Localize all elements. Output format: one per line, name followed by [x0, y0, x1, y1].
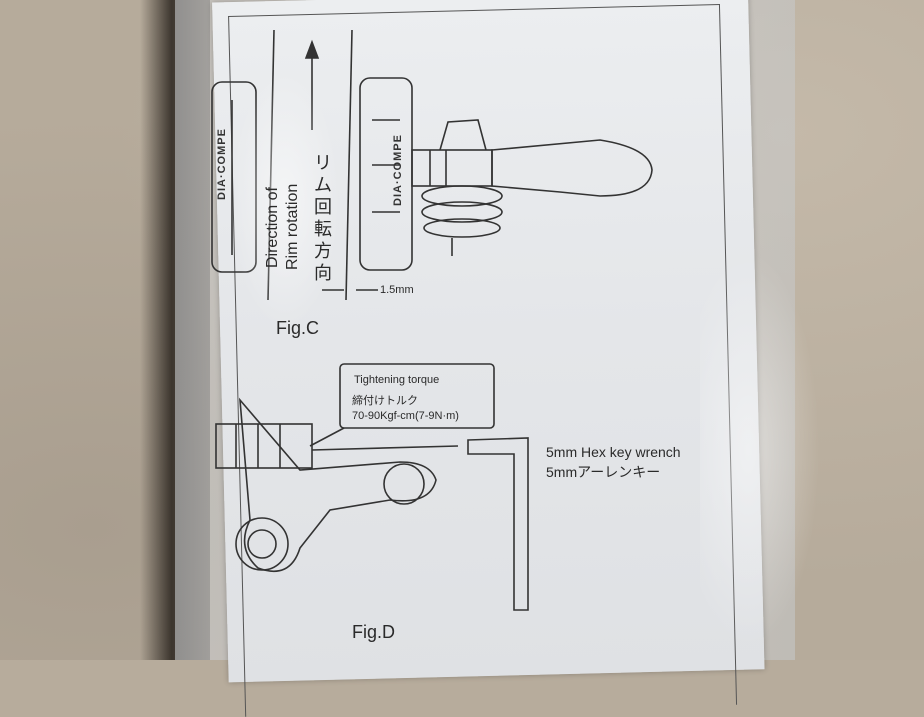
glare-highlight-2: [700, 250, 820, 650]
pivot-nut: [235, 517, 289, 571]
caliper-arm: [491, 139, 653, 197]
tool-label-ja: 5mmアーレンキー: [546, 464, 661, 480]
direction-label-ja: リ ム 回 転 方 向: [314, 153, 332, 283]
glare-highlight: [230, 70, 340, 330]
arrow-head-icon: [304, 39, 320, 59]
arm-hole: [383, 463, 425, 505]
mount-bolt: [215, 423, 313, 469]
brand-mark-left: DIA·COMPE: [216, 128, 228, 200]
caliper-arm-d: [238, 397, 437, 573]
direction-label-line1: Direction of: [264, 187, 281, 268]
gap-label: 1.5mm: [380, 284, 414, 296]
rim-line-right: [345, 29, 353, 301]
figure-c-label: Fig.C: [276, 318, 320, 338]
hex-key-wrench: [467, 437, 529, 611]
torque-callout-box: [339, 363, 495, 429]
tool-label-en: 5mm Hex key wrench: [546, 444, 681, 460]
torque-label-en: Tightening torque: [354, 374, 440, 386]
shoe-bolt: [411, 149, 493, 187]
spring-coil: [421, 185, 503, 207]
brand-mark-right: DIA·COMPE: [392, 134, 404, 206]
torque-value: 70-90Kgf-cm(7-9N·m): [352, 410, 459, 422]
brake-pad-right: [359, 77, 413, 271]
torque-label-ja: 締付けトルク: [352, 395, 418, 407]
direction-label-line2: Rim rotation: [284, 183, 301, 270]
figure-d-label: Fig.D: [352, 622, 396, 642]
torque-leader: [309, 427, 345, 447]
